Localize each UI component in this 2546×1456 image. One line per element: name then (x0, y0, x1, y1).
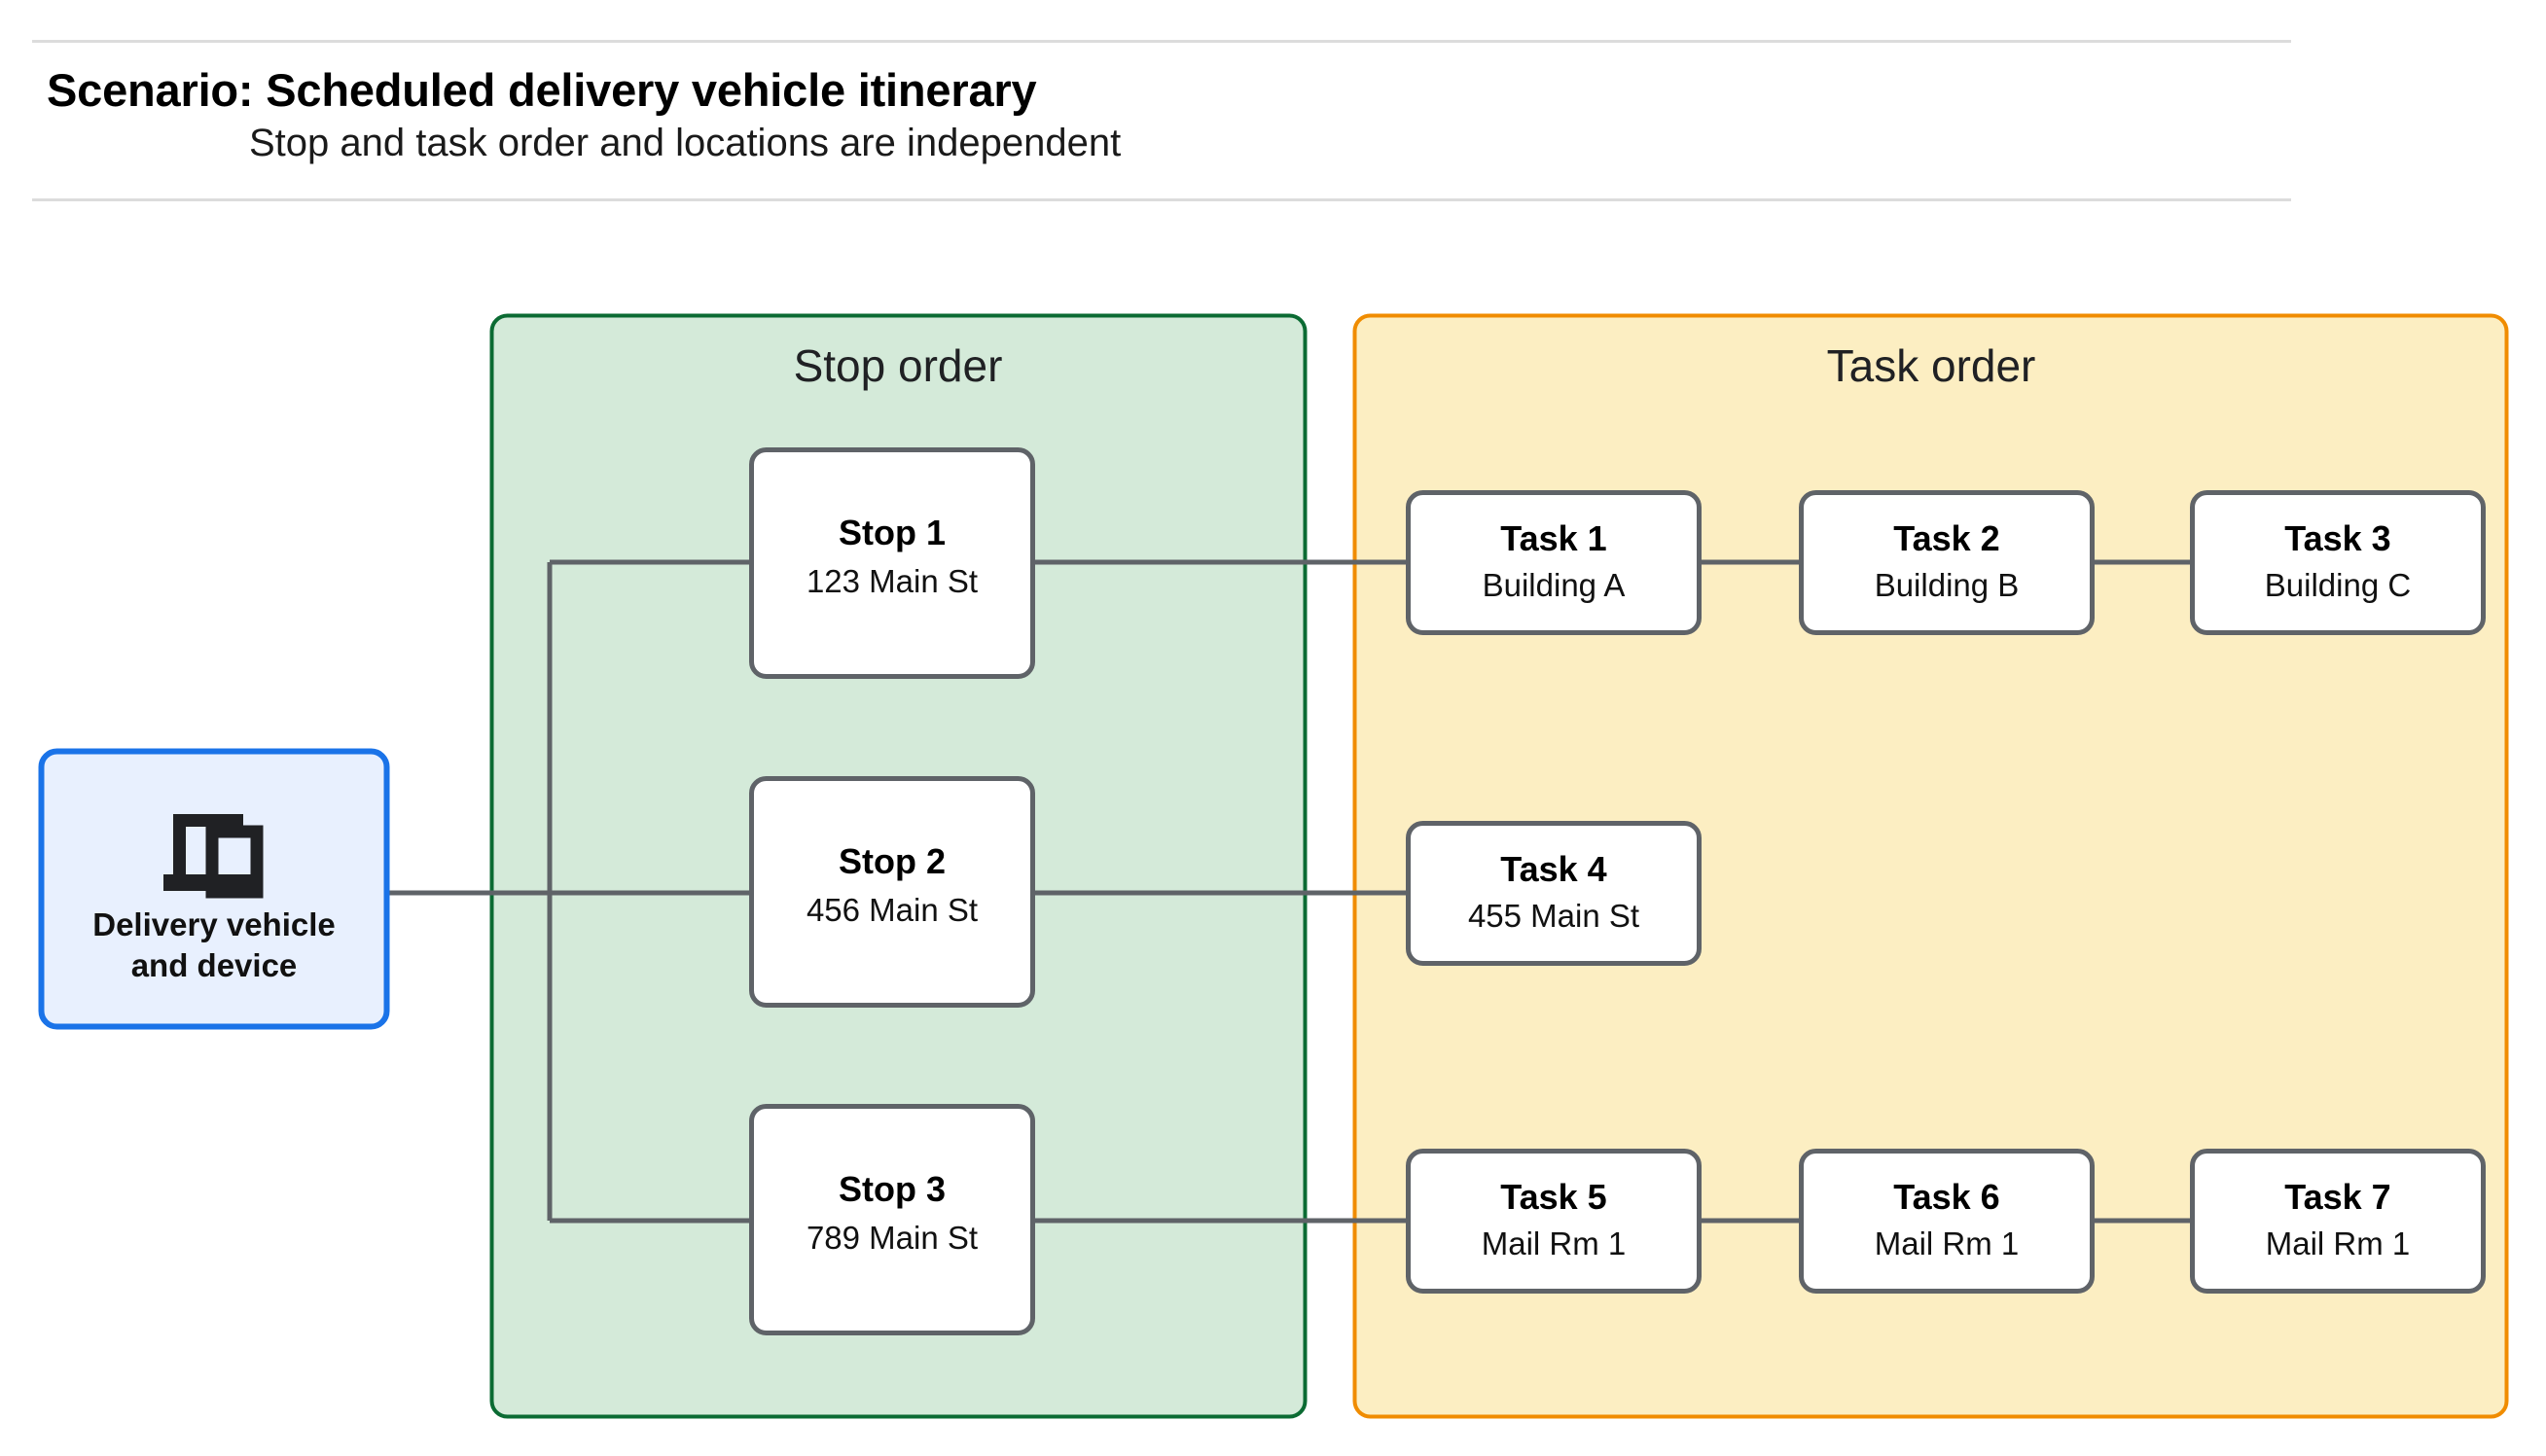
task-location: Building A (1483, 567, 1626, 603)
task-node[interactable]: Task 7 Mail Rm 1 (2190, 1149, 2486, 1294)
task-node[interactable]: Task 3 Building C (2190, 490, 2486, 635)
stop-node[interactable]: Stop 3 789 Main St (749, 1104, 1035, 1335)
stop-box (749, 447, 1035, 679)
task-node[interactable]: Task 1 Building A (1406, 490, 1702, 635)
stop-title: Stop 3 (839, 1169, 946, 1209)
delivery-vehicle-node[interactable]: Delivery vehicle and device (38, 748, 390, 1030)
task-title: Task 4 (1500, 849, 1606, 889)
task-location: Mail Rm 1 (1875, 1225, 2020, 1261)
task-box (1799, 490, 2095, 635)
task-box (2190, 1149, 2486, 1294)
task-order-panel-title: Task order (1827, 340, 2036, 391)
header-divider-bottom (32, 198, 2291, 201)
stop-title: Stop 2 (839, 841, 946, 881)
task-node[interactable]: Task 4 455 Main St (1406, 821, 1702, 966)
page-subtitle: Stop and task order and locations are in… (249, 122, 1122, 164)
task-node[interactable]: Task 5 Mail Rm 1 (1406, 1149, 1702, 1294)
task-title: Task 7 (2284, 1177, 2390, 1217)
task-box (2190, 490, 2486, 635)
task-location: Mail Rm 1 (1482, 1225, 1627, 1261)
task-title: Task 6 (1893, 1177, 1999, 1217)
stop-title: Stop 1 (839, 513, 946, 552)
header-divider-top (32, 40, 2291, 43)
stop-order-panel-title: Stop order (794, 340, 1003, 391)
task-location: Building B (1875, 567, 2020, 603)
stop-box (749, 776, 1035, 1008)
task-title: Task 5 (1500, 1177, 1606, 1217)
task-location: Mail Rm 1 (2266, 1225, 2411, 1261)
task-node[interactable]: Task 6 Mail Rm 1 (1799, 1149, 2095, 1294)
stop-box (749, 1104, 1035, 1335)
stop-address: 789 Main St (807, 1220, 978, 1256)
stop-address: 456 Main St (807, 892, 978, 928)
stop-address: 123 Main St (807, 563, 978, 599)
task-title: Task 3 (2284, 518, 2390, 558)
devices-icon (163, 814, 264, 899)
stop-node[interactable]: Stop 1 123 Main St (749, 447, 1035, 679)
task-box (1799, 1149, 2095, 1294)
delivery-vehicle-label-line2: and device (131, 947, 298, 983)
delivery-vehicle-label-line1: Delivery vehicle (92, 906, 336, 942)
task-title: Task 1 (1500, 518, 1606, 558)
task-box (1406, 1149, 1702, 1294)
page-title: Scenario: Scheduled delivery vehicle iti… (47, 64, 1037, 116)
task-box (1406, 490, 1702, 635)
task-title: Task 2 (1893, 518, 1999, 558)
task-location: 455 Main St (1468, 898, 1639, 934)
task-box (1406, 821, 1702, 966)
task-location: Building C (2265, 567, 2411, 603)
task-node[interactable]: Task 2 Building B (1799, 490, 2095, 635)
stop-node[interactable]: Stop 2 456 Main St (749, 776, 1035, 1008)
